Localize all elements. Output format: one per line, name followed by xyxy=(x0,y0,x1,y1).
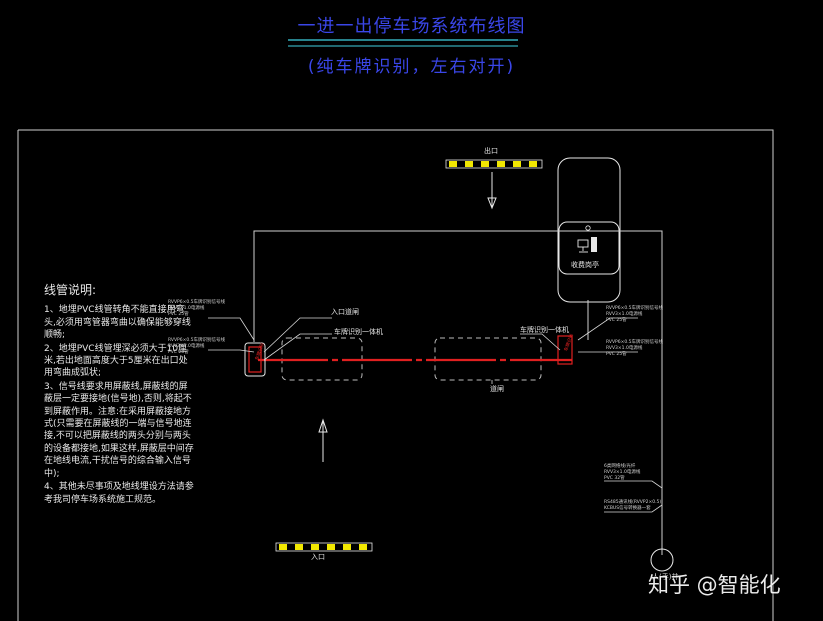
exit-label: 出口 xyxy=(484,147,498,155)
main-cable-route xyxy=(253,230,663,555)
exit-barrier xyxy=(445,159,543,169)
booth-device-marker xyxy=(585,225,591,231)
toll-booth-inner xyxy=(558,221,620,275)
entry-direction-arrow xyxy=(318,418,328,462)
exit-direction-arrow xyxy=(487,172,497,210)
conduit-notes: 线管说明: 1、地埋PVC线管转角不能直接用弯头,必须用弯管器弯曲以确保能够穿线… xyxy=(44,284,194,507)
loop-label: 道闸 xyxy=(490,385,504,393)
note-item: 3、信号线要求用屏蔽线,屏蔽线的屏蔽层一定要接地(信号地),否则,将起不到屏蔽作… xyxy=(44,381,194,479)
leader-lines xyxy=(208,317,638,384)
diagram-title: 一进一出停车场系统布线图 xyxy=(297,16,526,37)
booth-label: 收费岗亭 xyxy=(571,261,599,269)
site-boundary xyxy=(18,129,774,621)
bottom-cable-spec-2: RS485通讯线(RVVP2×0.5)KCBUS信号转换器一套 xyxy=(604,500,662,511)
diagram-subtitle: (纯车牌识别，左右对开) xyxy=(307,57,516,77)
toll-booth xyxy=(557,157,621,303)
hand-well xyxy=(650,548,674,572)
note-item: 1、地埋PVC线管转角不能直接用弯头,必须用弯管器弯曲以确保能够穿线顺畅; xyxy=(44,305,191,341)
entry-label: 入口 xyxy=(311,553,325,561)
note-item: 2、地埋PVC线管埋深必须大于10厘米,若出地面高度大于5厘米在出口处用弯曲成弧… xyxy=(44,343,188,379)
notes-heading: 线管说明: xyxy=(44,283,97,297)
entry-loop-label: 入口道闸 xyxy=(331,308,359,316)
lpr-left-label: 车牌识别一体机 xyxy=(334,328,383,336)
lpr-camera-right xyxy=(557,335,573,365)
booth-computer-icon xyxy=(577,237,597,253)
hand-well-label: 人(手)井 xyxy=(652,573,679,581)
note-item: 4、其他未尽事项及地线埋设方法请参考我司停车场系统施工规范。 xyxy=(44,482,194,505)
zhihu-watermark: 知乎 @智能化 xyxy=(648,573,781,597)
lpr-right-label: 车牌识别一体机 xyxy=(520,326,569,334)
bottom-right-cable-leaders xyxy=(604,480,663,513)
lpr-camera-left xyxy=(248,346,262,373)
entry-barrier xyxy=(275,542,373,552)
